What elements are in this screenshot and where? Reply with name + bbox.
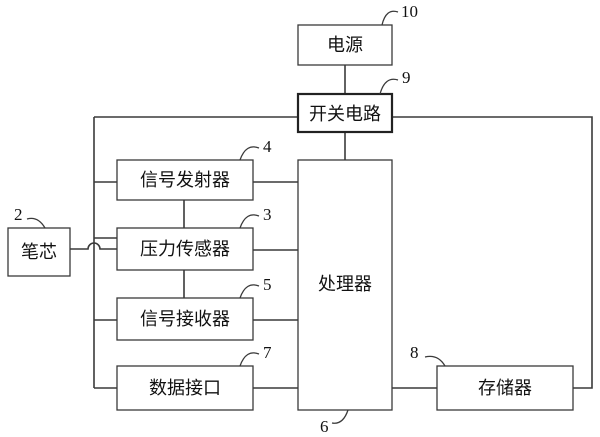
leader-3 [239, 214, 260, 229]
connections [70, 65, 593, 389]
ref-pen-core: 2 [14, 205, 23, 224]
leader-6 [331, 409, 349, 424]
processor-label: 处理器 [318, 274, 372, 295]
pressure-sensor-block: 压力传感器 [116, 227, 254, 271]
ref-switch: 9 [402, 68, 411, 87]
leader-5 [239, 284, 260, 299]
leader-8 [424, 355, 446, 367]
power-label: 电源 [327, 35, 363, 56]
wire-storage-switch [392, 116, 593, 389]
ref-power: 10 [401, 2, 418, 21]
pen-core-label: 笔芯 [21, 242, 57, 263]
pen-core-block: 笔芯 [7, 227, 71, 277]
storage-block: 存储器 [436, 365, 574, 411]
ref-signal-receiver: 5 [263, 275, 272, 294]
pressure-sensor-label: 压力传感器 [140, 239, 230, 260]
leader-7 [239, 352, 260, 367]
reference-numbers: 10 9 4 3 5 7 8 6 2 [14, 2, 419, 436]
ref-pressure-sensor: 3 [263, 205, 272, 224]
data-interface-block: 数据接口 [116, 365, 254, 411]
power-block: 电源 [297, 24, 393, 66]
reference-leaders [26, 10, 446, 424]
data-interface-label: 数据接口 [149, 378, 221, 399]
storage-label: 存储器 [478, 378, 532, 399]
ref-signal-transmitter: 4 [263, 137, 272, 156]
leader-10 [381, 10, 399, 26]
switch-circuit-label: 开关电路 [309, 104, 381, 125]
ref-data-interface: 7 [263, 343, 272, 362]
leader-9 [379, 78, 399, 95]
wire-pen-pressure [70, 242, 117, 250]
signal-receiver-block: 信号接收器 [116, 297, 254, 341]
signal-transmitter-block: 信号发射器 [116, 159, 254, 201]
leader-4 [239, 146, 260, 161]
leader-2 [26, 217, 46, 229]
processor-block: 处理器 [297, 159, 393, 411]
signal-transmitter-label: 信号发射器 [140, 170, 230, 191]
ref-storage: 8 [410, 343, 419, 362]
ref-processor: 6 [320, 417, 329, 436]
switch-circuit-block: 开关电路 [296, 92, 394, 134]
signal-receiver-label: 信号接收器 [140, 309, 230, 330]
